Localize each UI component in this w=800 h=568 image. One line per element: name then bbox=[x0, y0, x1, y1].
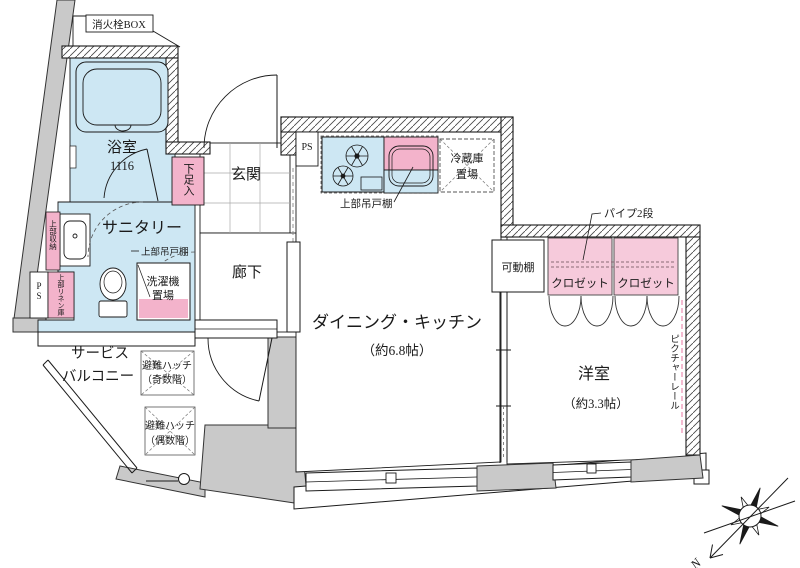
site-boundary-walls bbox=[12, 0, 309, 506]
fire-hydrant-box: 消火栓BOX bbox=[72, 14, 181, 48]
dk-size-label: （約6.8帖） bbox=[362, 343, 433, 358]
sink-bowl bbox=[388, 145, 434, 187]
hatch-odd-label-2: （奇数階） bbox=[142, 373, 192, 386]
movable-shelf-label: 可動棚 bbox=[502, 260, 535, 274]
window-pier-right bbox=[630, 454, 704, 483]
western-size-label: （約3.3帖） bbox=[563, 396, 629, 411]
upper-storage-box bbox=[45, 211, 61, 271]
closets: クロゼット クロゼット bbox=[547, 237, 680, 327]
shoe-box-label: 下足入 bbox=[182, 163, 195, 196]
stove bbox=[321, 136, 385, 193]
evacuation-hatch-odd: 避難ハッチ （奇数階） bbox=[140, 350, 195, 396]
laundry-area: 上部吊戸棚 洗濯機 置場 bbox=[131, 246, 191, 321]
bathroom-door-swing bbox=[103, 148, 159, 202]
balcony-top-wall bbox=[37, 331, 196, 347]
movable-shelf: 可動棚 bbox=[491, 239, 545, 293]
fridge-label-1: 冷蔵庫 bbox=[451, 151, 484, 165]
corridor-dk-wall bbox=[286, 241, 301, 333]
closet-right-label: クロゼット bbox=[617, 277, 675, 290]
dk-western-partition bbox=[496, 292, 511, 463]
fridge-label-2: 置場 bbox=[456, 168, 478, 181]
pipe-label: パイプ2段 bbox=[604, 206, 654, 220]
compass-icon: N bbox=[687, 477, 796, 568]
upper-cupboard-sanitary-label: 上部吊戸棚 bbox=[141, 246, 189, 258]
western-room-label: 洋室 bbox=[578, 365, 610, 383]
entrance-floor bbox=[199, 142, 291, 234]
ps-kitchen-label: PS bbox=[301, 142, 312, 153]
entrance-tile-grid bbox=[200, 143, 290, 233]
balcony-label-1: サービス bbox=[71, 345, 129, 362]
dk-label: ダイニング・キッチン bbox=[312, 313, 482, 332]
sanitary-label: サニタリー bbox=[102, 219, 182, 237]
fire-box-label: 消火栓BOX bbox=[92, 18, 146, 31]
structural-walls bbox=[61, 45, 701, 456]
compass-north-label: N bbox=[687, 554, 705, 568]
upper-storage-label: 上部収納 bbox=[48, 220, 57, 252]
balcony-door-swing bbox=[207, 337, 273, 402]
upper-linen-label: 上部リネン庫 bbox=[57, 273, 65, 317]
bathroom-shelf bbox=[69, 145, 77, 169]
kitchen-counter: 上部吊戸棚 bbox=[320, 135, 439, 210]
upper-linen-box bbox=[47, 271, 75, 319]
bathroom-size-label: 1116 bbox=[110, 159, 134, 173]
entrance-label: 玄関 bbox=[231, 166, 261, 183]
upper-cupboard-kitchen-label: 上部吊戸棚 bbox=[340, 197, 393, 210]
ps-side-label: PS bbox=[34, 281, 44, 301]
balcony-railing bbox=[42, 359, 138, 474]
evacuation-hatch-even: 避難ハッチ （偶数階） bbox=[144, 406, 196, 456]
laundry-label-1: 洗濯機 bbox=[147, 274, 180, 288]
closet-door-arcs bbox=[548, 295, 680, 327]
pipe-label-group: パイプ2段 bbox=[582, 206, 654, 261]
hatch-even-label-2: （偶数階） bbox=[145, 434, 195, 447]
bathtub bbox=[75, 61, 169, 133]
kitchen-burners bbox=[332, 144, 383, 191]
picture-rail-label: ピクチャーレール bbox=[668, 334, 680, 410]
closet-left bbox=[547, 237, 613, 296]
window-pier-center bbox=[476, 462, 557, 492]
corridor-label: 廊下 bbox=[232, 264, 262, 281]
shoe-box bbox=[171, 156, 205, 206]
balcony-label-2: バルコニー bbox=[62, 369, 134, 385]
closet-left-label: クロゼット bbox=[551, 277, 609, 290]
closet-right bbox=[613, 237, 679, 296]
hatch-even-label-1: 避難ハッチ bbox=[145, 419, 195, 432]
washbasin bbox=[59, 213, 91, 267]
balcony-drain bbox=[146, 473, 190, 485]
laundry-label-2: 置場 bbox=[152, 289, 174, 302]
fridge-area: 冷蔵庫 置場 bbox=[439, 138, 495, 193]
entrance-door-swing bbox=[203, 74, 278, 149]
balcony-door-frame bbox=[194, 319, 278, 339]
ps-kitchen-niche: PS bbox=[295, 131, 319, 167]
western-window bbox=[552, 461, 632, 481]
bathroom-label: 浴室 bbox=[107, 139, 137, 156]
corridor-floor bbox=[199, 232, 297, 333]
hatch-odd-label-1: 避難ハッチ bbox=[142, 359, 192, 372]
toilet bbox=[98, 267, 128, 318]
